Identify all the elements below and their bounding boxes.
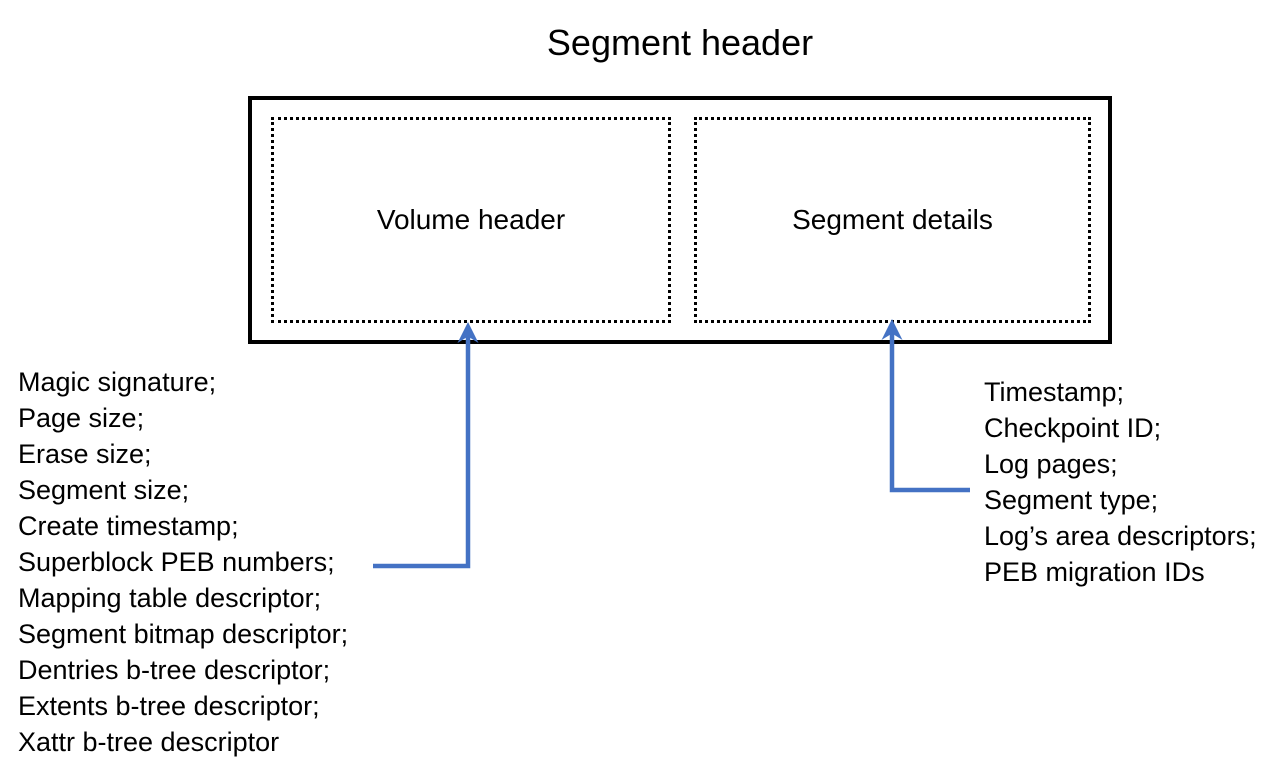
field-item: Dentries b-tree descriptor; xyxy=(18,655,331,685)
field-item: Timestamp; xyxy=(984,377,1125,407)
field-item: Page size; xyxy=(18,403,145,433)
segment-details-label: Segment details xyxy=(792,204,993,235)
volume-header-arrow xyxy=(373,322,479,569)
field-item: Log’s area descriptors; xyxy=(984,521,1257,551)
field-item: PEB migration IDs xyxy=(984,557,1205,587)
volume-header-box: Volume header xyxy=(271,117,671,323)
segment-details-arrow-line xyxy=(889,333,970,493)
segment-header-box: Volume header Segment details xyxy=(248,96,1112,344)
volume-header-label: Volume header xyxy=(376,204,566,235)
field-item: Xattr b-tree descriptor xyxy=(18,727,280,757)
field-item: Segment bitmap descriptor; xyxy=(18,619,349,649)
segment-details-arrow xyxy=(881,319,970,493)
segment-details-field-list: Timestamp; Checkpoint ID; Log pages; Segmen… xyxy=(984,374,1257,590)
volume-header-arrow-line xyxy=(373,336,471,569)
field-item: Superblock PEB numbers; xyxy=(18,547,335,577)
field-item: Log pages; xyxy=(984,449,1118,479)
diagram-title: Segment header xyxy=(546,22,814,63)
field-item: Create timestamp; xyxy=(18,511,239,541)
field-item: Extents b-tree descriptor; xyxy=(18,691,320,721)
field-item: Magic signature; xyxy=(18,367,217,397)
field-item: Segment type; xyxy=(984,485,1159,515)
field-item: Mapping table descriptor; xyxy=(18,583,322,613)
segment-details-box: Segment details xyxy=(694,117,1091,323)
field-item: Checkpoint ID; xyxy=(984,413,1162,443)
field-item: Segment size; xyxy=(18,475,190,505)
volume-header-field-list: Magic signature; Page size; Erase size; Seg… xyxy=(18,364,348,760)
field-item: Erase size; xyxy=(18,439,152,469)
